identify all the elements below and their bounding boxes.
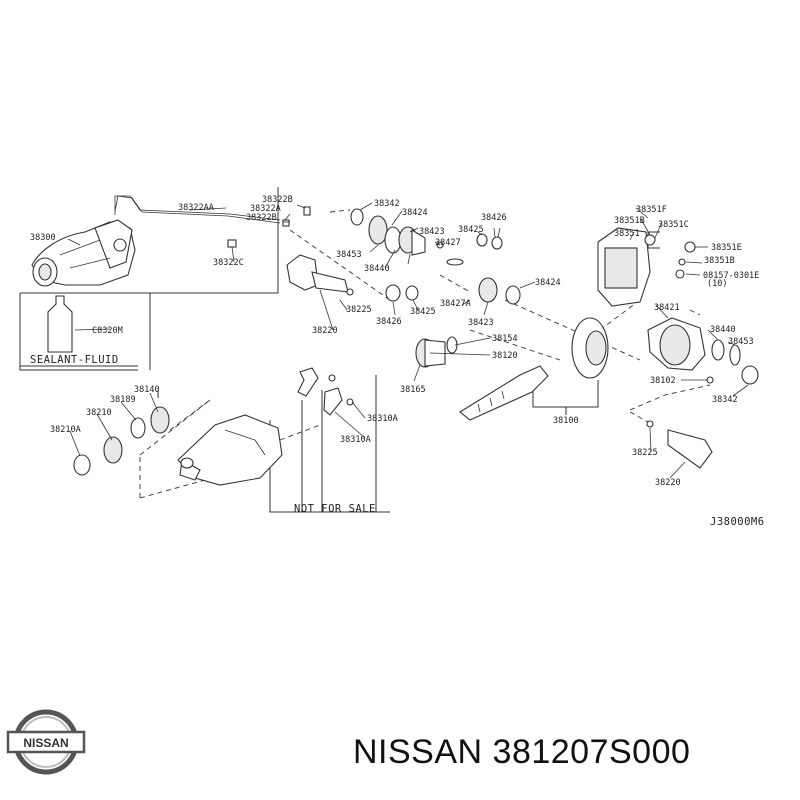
label-38440-right: 38440 (710, 325, 736, 335)
label-38225-bottom: 38225 (632, 448, 658, 458)
sealant-bottle-drawing (47, 295, 73, 353)
flange-bottom-drawing (646, 420, 713, 469)
label-38351E: 38351E (711, 243, 742, 253)
gear-cluster-top-drawing (350, 208, 521, 305)
diff-case-drawing (647, 317, 759, 385)
label-38423-mid: 38423 (468, 318, 494, 328)
label-38421: 38421 (654, 303, 680, 313)
label-38140: 38140 (134, 385, 160, 395)
label-38351C: 38351C (658, 220, 689, 230)
label-38440-top: 38440 (364, 264, 390, 274)
pinion-bearing-drawing (415, 336, 458, 368)
label-38342: 38342 (374, 199, 400, 209)
label-38426-mid: 38426 (376, 317, 402, 327)
part-labels: 38300 38322AA 38322B 38322A 38322B 38322… (30, 195, 765, 528)
label-08157-0301E: 08157-0301E (703, 271, 759, 281)
label-38351F: 38351F (636, 205, 667, 215)
logo-text: NISSAN (23, 736, 68, 750)
flange-top-drawing (286, 254, 354, 296)
label-38322AA: 38322AA (178, 203, 214, 213)
label-38351B: 38351B (614, 216, 645, 226)
label-38310A: 38310A (367, 414, 398, 424)
bracket-drawings (297, 367, 354, 416)
dashed-guides (139, 209, 711, 499)
label-38322B: 38322B (262, 195, 293, 205)
label-38102: 38102 (650, 376, 676, 386)
label-38210: 38210 (86, 408, 112, 418)
label-38189: 38189 (110, 395, 136, 405)
label-38310A-second: 38310A (340, 435, 371, 445)
carrier-housing-drawing (177, 414, 283, 486)
label-38210A: 38210A (50, 425, 81, 435)
label-38351: 38351 (614, 229, 640, 239)
label-38425-top: 38425 (458, 225, 484, 235)
cover-drawing (597, 227, 696, 307)
label-38427: 38427 (435, 238, 461, 248)
leader-lines (67, 202, 749, 479)
label-C8320M: C8320M (92, 326, 123, 336)
label-38225-top: 38225 (346, 305, 372, 315)
label-qty-10: (10) (707, 279, 727, 289)
diagram-code: J38000M6 (710, 516, 765, 528)
sealant-fluid-label: SEALANT-FLUID (30, 354, 119, 366)
bearings-left-drawing (73, 406, 170, 476)
label-38453-right: 38453 (728, 337, 754, 347)
label-38342-right: 38342 (712, 395, 738, 405)
diff-assembly-drawing (31, 195, 311, 287)
label-38424-mid: 38424 (535, 278, 561, 288)
pinion-drawing (459, 365, 549, 421)
label-38322A: 38322A (250, 204, 281, 214)
label-38322B-second: 38322B (246, 213, 277, 223)
nissan-logo: NISSAN (6, 709, 86, 775)
label-38351B-second: 38351B (704, 256, 735, 266)
label-38220-bottom: 38220 (655, 478, 681, 488)
label-38453-top: 38453 (336, 250, 362, 260)
label-38427A: 38427A (440, 299, 471, 309)
part-caption: NISSAN 381207S000 (353, 733, 691, 771)
ring-gear-drawing (571, 317, 609, 379)
label-38154: 38154 (492, 334, 518, 344)
label-38424-top: 38424 (402, 208, 428, 218)
not-for-sale-label: NOT FOR SALE (294, 503, 376, 515)
label-38300: 38300 (30, 233, 56, 243)
label-38426-top: 38426 (481, 213, 507, 223)
label-38423-top: 38423 (419, 227, 445, 237)
label-38425-mid: 38425 (410, 307, 436, 317)
label-38220-top: 38220 (312, 326, 338, 336)
label-38120: 38120 (492, 351, 518, 361)
label-38165: 38165 (400, 385, 426, 395)
label-38100: 38100 (553, 416, 579, 426)
label-38322C: 38322C (213, 258, 244, 268)
